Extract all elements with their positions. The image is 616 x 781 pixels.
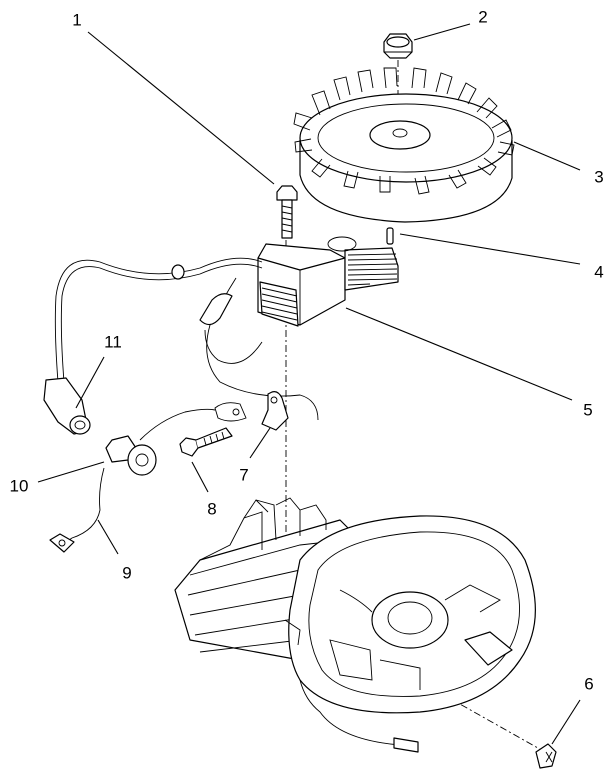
flywheel: [293, 67, 515, 223]
ground-terminal-bracket: [214, 391, 289, 431]
callout-4: 4: [594, 262, 603, 281]
spark-plug-lead: [43, 257, 263, 435]
callout-5: 5: [583, 400, 592, 419]
stop-wire: [49, 408, 216, 553]
callout-labels: 1 2 3 4 5 6 7 8 9 10 11: [10, 7, 604, 693]
terminal-screw: [179, 427, 233, 457]
callout-9: 9: [122, 563, 131, 582]
ignition-screw: [276, 185, 298, 239]
callout-3: 3: [594, 167, 603, 186]
terminal-stud: [105, 435, 157, 476]
flywheel-nut: [383, 33, 413, 59]
callout-2: 2: [478, 7, 487, 26]
callout-6: 6: [584, 674, 593, 693]
engine-block: [174, 497, 536, 753]
callout-11: 11: [104, 332, 122, 351]
callout-8: 8: [207, 499, 216, 518]
ignition-module: [257, 236, 399, 327]
callout-1: 1: [72, 10, 81, 29]
housing-screw: [535, 743, 557, 769]
flywheel-key: [386, 227, 394, 245]
ground-wire: [199, 277, 319, 421]
leader-lines: [37, 23, 581, 745]
callout-7: 7: [239, 465, 248, 484]
callout-10: 10: [10, 476, 29, 495]
